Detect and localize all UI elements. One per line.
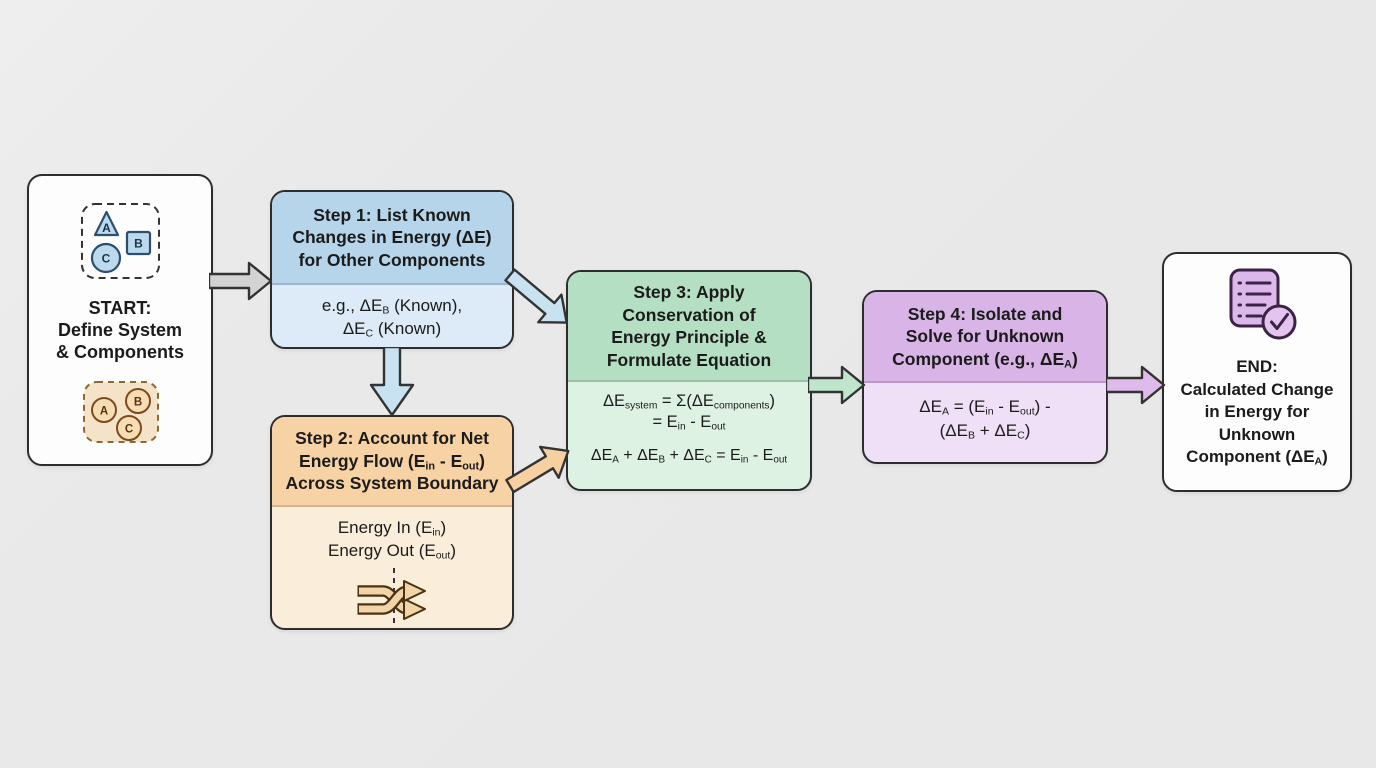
start-title: START: Define System & Components [29,297,211,363]
text-line: Define System [57,320,183,340]
text-line: in Energy for [1204,402,1310,421]
component-a-label: A [102,221,111,235]
arrow-step2-to-step3-icon [505,445,570,494]
text-line: ΔEsystem = Σ(ΔEcomponents) [602,392,776,412]
text-line: Calculated Change [1180,379,1334,399]
step4-body: ΔEA = (Ein - Eout) - (ΔEB + ΔEC) [864,383,1106,462]
arrow-step1-to-step3-icon [504,268,568,324]
text-line: END: [1236,357,1278,376]
component-sum-equation: ΔEA + ΔEB + ΔEC = Ein - Eout [590,447,788,466]
component-b-label: B [134,397,142,409]
text-line: Step 3: Apply [633,282,745,302]
text-line: Changes in Energy (ΔE) [292,227,492,248]
checklist-complete-icon [1229,268,1297,340]
step2-header: Step 2: Account for Net Energy Flow (Ein… [272,417,512,507]
text-line: = Ein - Eout [652,413,726,433]
step2-node: Step 2: Account for Net Energy Flow (Ein… [270,415,514,630]
text-line: Component (ΔEA) [1186,447,1328,468]
component-a-label: A [100,406,108,418]
arrow-step1-to-step2-icon [369,347,415,417]
text-line: Step 1: List Known [313,204,471,225]
step4-header: Step 4: Isolate and Solve for Unknown Co… [864,292,1106,383]
end-title: END: Calculated Change in Energy for Unk… [1164,356,1350,469]
grouped-components-icon: A B C [83,381,159,443]
arrow-step4-to-end-icon [1106,365,1166,405]
text-line: Energy Principle & [611,327,767,347]
step1-body: e.g., ΔEB (Known), ΔEC (Known) [272,285,512,347]
text-line: for Other Components [298,249,486,270]
text-line: ΔEA = (Ein - Eout) - [919,397,1051,418]
step3-node: Step 3: Apply Conservation of Energy Pri… [566,270,812,491]
component-c-label: C [102,252,111,266]
step1-header: Step 1: List Known Changes in Energy (ΔE… [272,192,512,285]
text-line: Conservation of [622,304,756,325]
arrow-start-to-step1-icon [209,261,273,301]
energy-flow-swap-icon [357,568,426,628]
step2-body: Energy In (Ein) Energy Out (Eout) [272,507,512,628]
component-c-label: C [125,424,133,436]
text-line: Energy Out (Eout) [327,541,457,562]
text-line: START: [88,298,152,318]
arrow-step3-to-step4-icon [808,365,866,405]
text-line: Formulate Equation [606,349,772,370]
text-line: Unknown [1218,424,1296,444]
step1-node: Step 1: List Known Changes in Energy (ΔE… [270,190,514,349]
conservation-equation: ΔEsystem = Σ(ΔEcomponents) = Ein - Eout [603,391,775,433]
start-node: A B C START: Define System & Components … [27,174,213,466]
text-line: e.g., ΔEB (Known), [321,296,463,317]
end-node: END: Calculated Change in Energy for Unk… [1162,252,1352,492]
component-b-label: B [134,237,143,251]
text-line: Energy Flow (Ein - Eout) [299,450,485,473]
text-line: & Components [56,342,184,362]
text-line: Across System Boundary [285,473,499,494]
text-line: Energy In (Ein) [337,518,447,539]
text-line: Component (e.g., ΔEA) [892,348,1078,371]
step3-body: ΔEsystem = Σ(ΔEcomponents) = Ein - Eout … [568,382,810,489]
text-line: Step 2: Account for Net [295,428,489,449]
text-line: ΔEC (Known) [342,319,442,340]
text-line: Solve for Unknown [905,326,1065,347]
text-line: Step 4: Isolate and [907,303,1063,324]
system-components-icon: A B C [81,203,160,279]
step4-node: Step 4: Isolate and Solve for Unknown Co… [862,290,1108,464]
text-line: (ΔEB + ΔEC) [939,421,1031,442]
step3-header: Step 3: Apply Conservation of Energy Pri… [568,272,810,382]
